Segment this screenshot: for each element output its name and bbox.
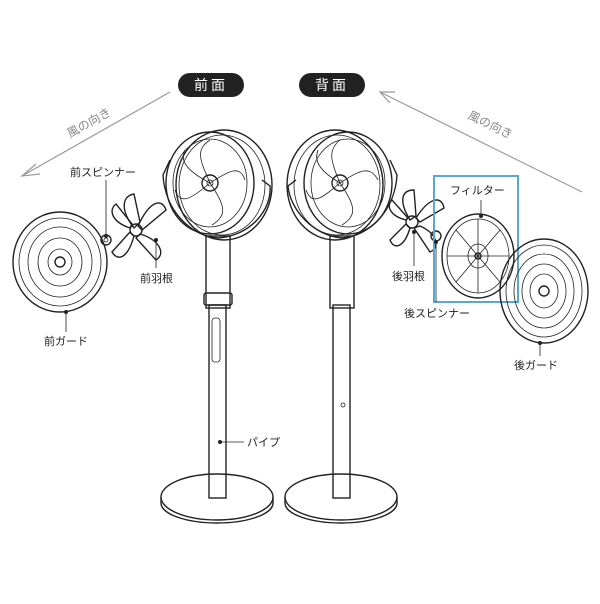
rear-guard [499,238,589,344]
label-rear-blade: 後羽根 [392,269,425,283]
wind-label-right: 風の向き [466,107,516,142]
callout-front-blade: 前羽根 [140,238,173,285]
back-title-text: 背面 [315,78,349,94]
callout-rear-guard: 後ガード [514,341,558,372]
filter-highlight-box [433,175,519,303]
front-title-text: 前面 [194,77,228,94]
front-head-blades [174,139,246,226]
label-rear-spinner: 後スピンナー [404,306,470,320]
callout-front-guard: 前ガード [44,310,88,348]
wind-label-left: 風の向き [64,104,113,140]
front-guard [12,211,108,313]
callout-rear-blade: 後羽根 [392,230,425,283]
label-front-blade: 前羽根 [140,271,173,285]
rear-blade [388,189,445,253]
callout-front-spinner: 前スピンナー [70,165,136,238]
back-head-blades [305,139,379,226]
wind-arrow-left: 風の向き [20,91,171,177]
label-front-spinner: 前スピンナー [70,165,136,179]
callout-rear-spinner: 後スピンナー [404,240,470,320]
front-fan [160,129,274,524]
label-pipe: パイプ [247,436,280,449]
filter [433,175,519,303]
callout-pipe: パイプ [218,436,280,449]
front-title: 前面 [178,73,244,97]
label-rear-guard: 後ガード [514,358,558,372]
label-front-guard: 前ガード [44,334,88,348]
label-filter: フィルター [450,184,505,197]
callout-filter: フィルター [450,184,505,218]
back-fan [284,129,398,524]
back-title: 背面 [299,73,365,97]
front-blade [111,193,167,261]
